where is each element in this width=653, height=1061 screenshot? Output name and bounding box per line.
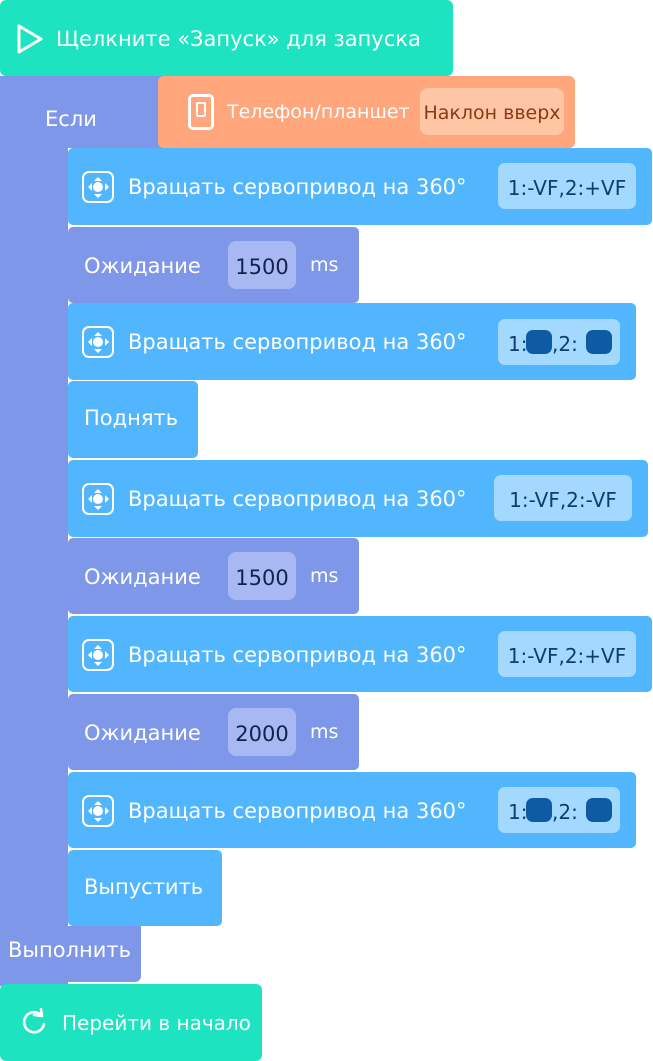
servo-icon [82,171,114,203]
wait-block[interactable]: Ожидание 2000 ms [68,694,359,770]
servo-block[interactable]: Вращать сервопривод на 360° 1:-VF,2:+VF [68,616,652,692]
servo-icon [82,795,114,827]
release-block[interactable]: Выпустить [68,850,222,926]
servo-icon-dot [93,494,103,504]
if-label: Если [45,107,97,131]
wait-unit: ms [310,721,339,743]
condition-label: Телефон/планшет [227,101,410,123]
servo-icon [82,326,114,358]
goto-start-label: Перейти в начало [62,1011,251,1035]
if-block-footer[interactable] [0,926,141,982]
servo-icon-arrow [84,183,92,191]
if-block-header[interactable] [0,76,174,148]
servo-icon-dot [93,182,103,192]
tablet-icon [188,94,214,130]
servo-value[interactable]: 1:-VF,2:+VF [498,631,636,677]
servo-icon-arrow [105,807,113,815]
servo-label: Вращать сервопривод на 360° [128,487,467,511]
wait-label: Ожидание [84,565,201,589]
servo-block[interactable]: Вращать сервопривод на 360° 1: ,2: [68,772,636,848]
wait-unit: ms [310,254,339,276]
servo-icon-arrow [94,485,102,493]
servo-icon [82,483,114,515]
servo-icon-arrow [84,338,92,346]
servo-icon-arrow [94,349,102,357]
condition-value: Наклон вверх [423,102,561,124]
servo-icon-arrow [94,662,102,670]
servo-value[interactable]: 1:-VF,2:-VF [494,475,632,521]
if-block[interactable] [0,76,68,986]
servo-marker [526,330,552,354]
servo-icon [82,639,114,671]
servo-value[interactable]: 1:-VF,2:+VF [498,163,636,209]
raise-label: Поднять [84,406,179,430]
servo-icon-arrow [94,641,102,649]
servo-marker [526,798,552,822]
servo-icon-arrow [105,651,113,659]
servo-icon-arrow [94,173,102,181]
start-block-label: Щелкните «Запуск» для запуска [56,27,421,51]
servo-value[interactable]: 1: ,2: [498,787,620,833]
servo-icon-dot [93,337,103,347]
servo-icon-arrow [84,807,92,815]
servo-value-prefix: ,2: [552,800,578,824]
servo-value-text: 1:-VF,2:+VF [507,176,627,200]
servo-block[interactable]: Вращать сервопривод на 360° 1:-VF,2:+VF [68,148,652,225]
servo-label: Вращать сервопривод на 360° [128,175,467,199]
loop-icon [22,1008,46,1034]
servo-label: Вращать сервопривод на 360° [128,799,467,823]
wait-label: Ожидание [84,721,201,745]
play-icon [17,24,43,54]
condition-block[interactable]: Телефон/планшет Наклон вверх [158,76,575,148]
servo-icon-arrow [84,651,92,659]
goto-start-block[interactable]: Перейти в начало [0,984,262,1061]
wait-unit: ms [310,565,339,587]
wait-value: 1500 [235,566,289,590]
start-block[interactable]: Щелкните «Запуск» для запуска [0,0,453,76]
wait-label: Ожидание [84,254,201,278]
servo-value-text: 1:-VF,2:-VF [509,488,617,512]
servo-icon-arrow [105,183,113,191]
servo-label: Вращать сервопривод на 360° [128,643,467,667]
servo-marker [586,330,612,354]
servo-value-text: 1:-VF,2:+VF [507,644,627,668]
servo-icon-arrow [94,797,102,805]
raise-block[interactable]: Поднять [68,381,198,458]
servo-icon-arrow [94,818,102,826]
wait-block[interactable]: Ожидание 1500 ms [68,538,359,614]
servo-icon-dot [93,650,103,660]
servo-icon-arrow [105,338,113,346]
wait-value: 1500 [235,255,289,279]
tablet-screen [196,102,206,117]
servo-icon-arrow [84,495,92,503]
servo-value-prefix: 1: [508,800,528,824]
servo-block[interactable]: Вращать сервопривод на 360° 1: ,2: [68,303,636,380]
servo-icon-dot [93,806,103,816]
wait-value: 2000 [235,722,289,746]
wait-value-input[interactable]: 2000 [228,708,296,756]
servo-value-prefix: ,2: [552,332,578,356]
servo-icon-arrow [94,506,102,514]
release-label: Выпустить [84,875,204,899]
servo-block[interactable]: Вращать сервопривод на 360° 1:-VF,2:-VF [68,460,648,537]
wait-block[interactable]: Ожидание 1500 ms [68,227,359,303]
servo-icon-arrow [105,495,113,503]
servo-label: Вращать сервопривод на 360° [128,330,467,354]
servo-value[interactable]: 1: ,2: [498,319,620,365]
servo-icon-arrow [94,328,102,336]
servo-value-prefix: 1: [508,332,528,356]
servo-marker [586,798,612,822]
wait-value-input[interactable]: 1500 [228,552,296,600]
wait-value-input[interactable]: 1500 [228,241,296,289]
condition-dropdown[interactable]: Наклон вверх [420,88,564,135]
execute-label: Выполнить [8,938,131,962]
servo-icon-arrow [94,194,102,202]
